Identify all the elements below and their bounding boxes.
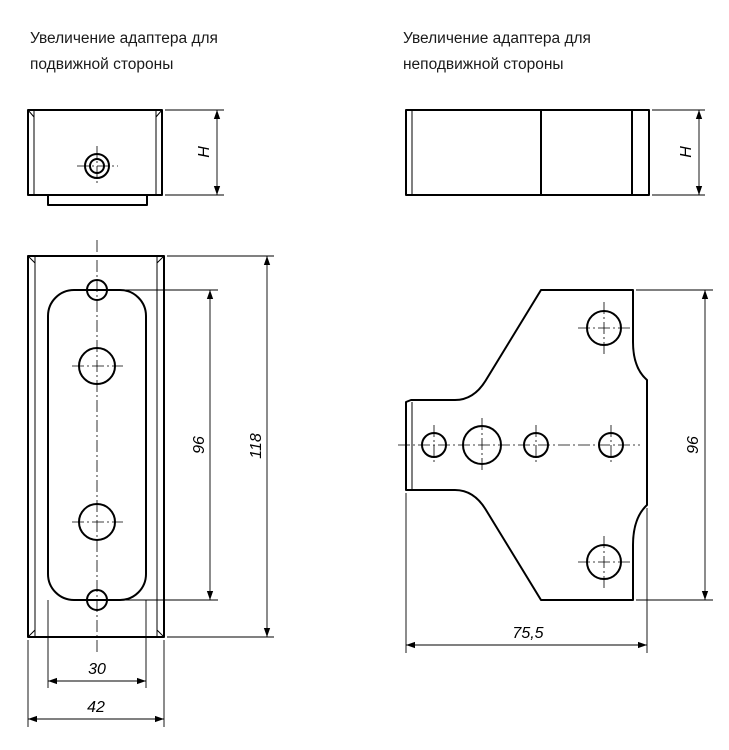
dim-right-total-length: 75,5 [512,625,543,642]
dim-left-height: H [196,146,213,158]
dim-left-total-length: 118 [248,433,265,459]
dim-left-total-width: 42 [87,699,105,716]
caption-movable-side: Увеличение адаптера для подвижной сторон… [30,26,218,78]
dim-left-hole-spacing: 96 [191,436,208,454]
caption-fixed-side: Увеличение адаптера для неподвижной стор… [403,26,591,78]
dim-left-slot-width: 30 [88,661,106,678]
movable-adapter-side-view: H [27,109,224,206]
dim-right-height: H [678,146,695,158]
movable-adapter-front-view: 96 118 30 42 [27,240,274,727]
fixed-adapter-side-view: H [405,109,705,196]
caption-fixed-line-1: Увеличение адаптера для [403,30,591,47]
caption-movable-line-1: Увеличение адаптера для [30,30,218,47]
fixed-adapter-front-view: 96 75,5 [398,289,713,653]
caption-fixed-line-2: неподвижной стороны [403,56,564,73]
dim-right-hole-spacing: 96 [685,436,702,454]
caption-movable-line-2: подвижной стороны [30,56,174,73]
